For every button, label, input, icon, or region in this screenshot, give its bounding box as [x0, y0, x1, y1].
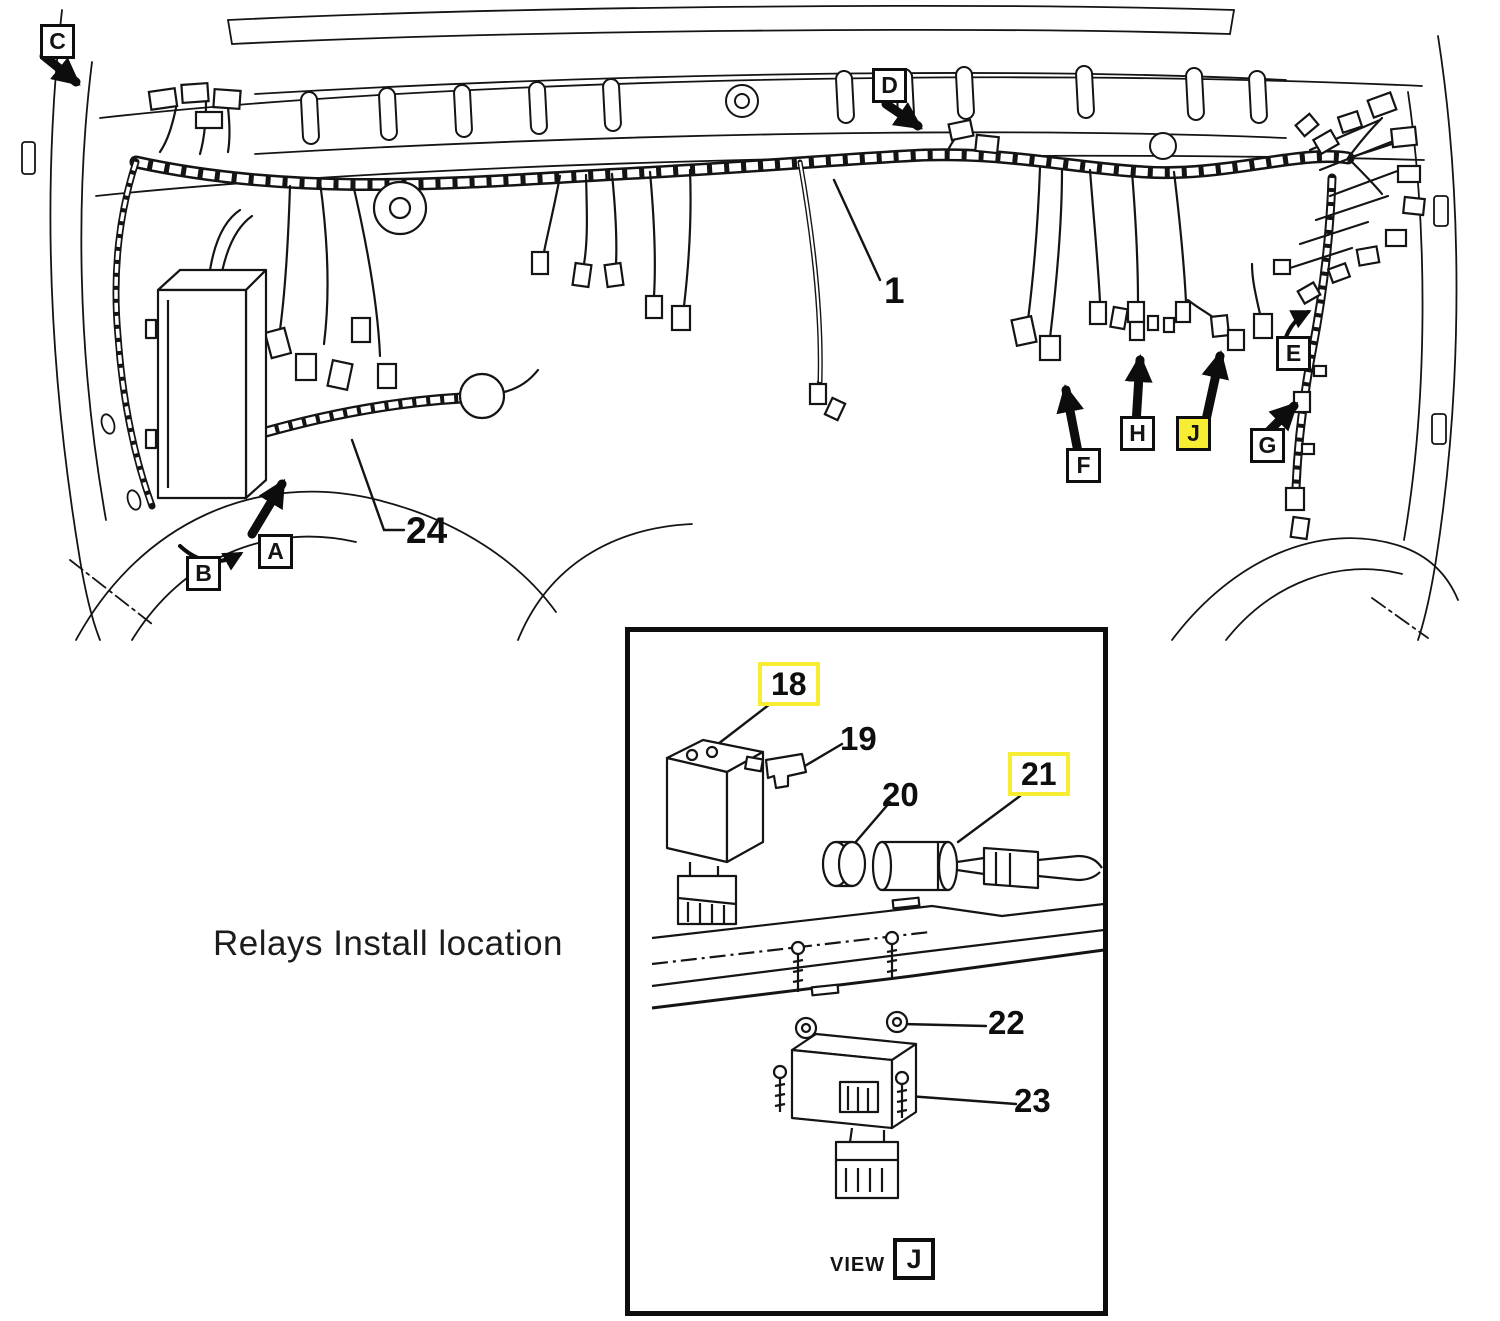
callout-box-h: H [1120, 416, 1155, 451]
view-word: VIEW [830, 1253, 886, 1276]
inset-relay-art [651, 738, 1105, 1200]
inset-view-frame [625, 627, 1108, 1316]
part-number-23: 23 [1014, 1082, 1051, 1119]
inset-caption: Relays Install location [213, 924, 563, 963]
part-number-19: 19 [840, 720, 877, 757]
callout-box-d: D [872, 68, 907, 103]
part-number-20: 20 [882, 776, 919, 813]
view-j-label: VIEW J [830, 1238, 936, 1280]
callout-box-g: G [1250, 428, 1285, 463]
callout-box-e: E [1276, 336, 1311, 371]
part-number-1: 1 [884, 270, 905, 311]
part-number-24: 24 [406, 510, 448, 551]
callout-box-j-highlighted: J [1176, 416, 1211, 451]
part-number-21-highlighted: 21 [1008, 752, 1070, 796]
callout-box-f: F [1066, 448, 1101, 483]
part-number-22: 22 [988, 1004, 1025, 1041]
harness-connectors [147, 81, 1426, 541]
view-letter-box: J [893, 1238, 936, 1280]
callout-box-a: A [258, 534, 293, 569]
callout-box-b: B [186, 556, 221, 591]
part-number-18-highlighted: 18 [758, 662, 820, 706]
callout-box-c: C [40, 24, 75, 59]
ecu-box [144, 268, 268, 500]
branch-wires [158, 100, 1402, 400]
